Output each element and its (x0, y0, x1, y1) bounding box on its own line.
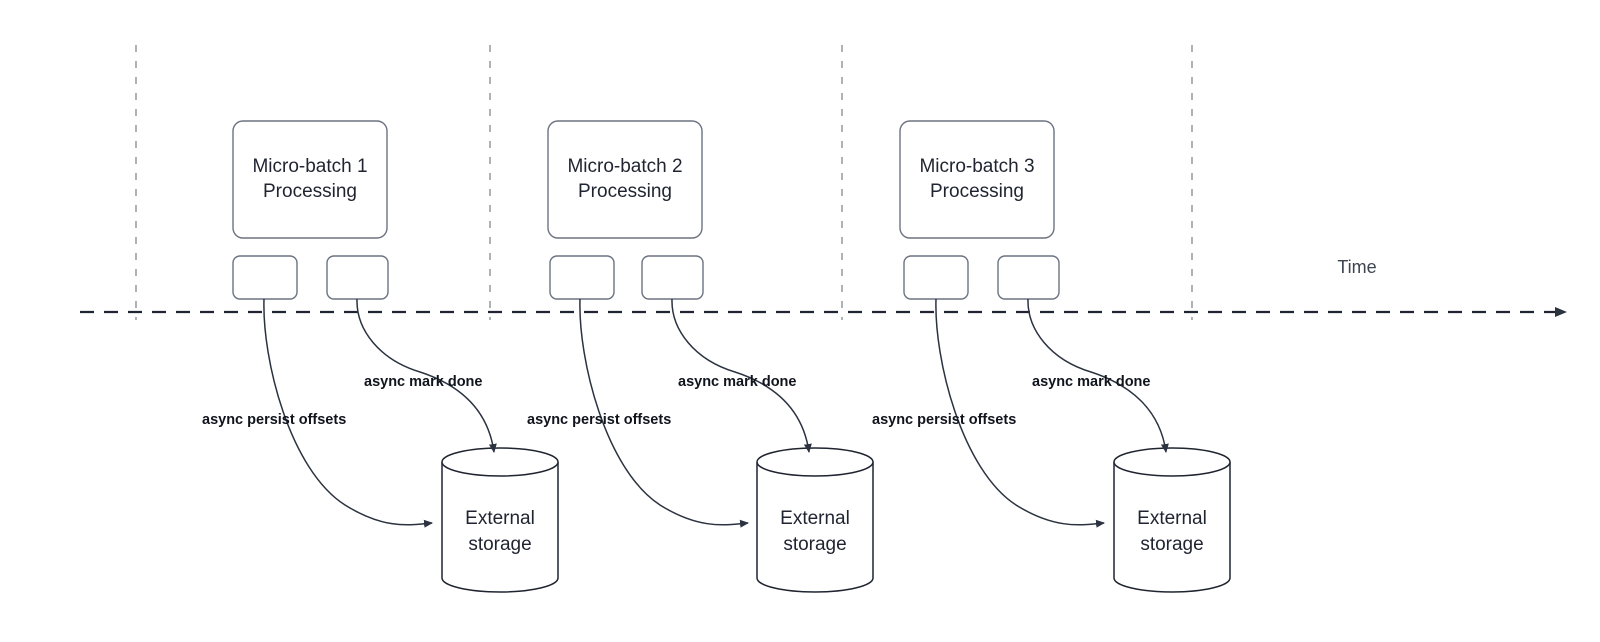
micro-batch-title-line1: Micro-batch 1 (252, 156, 367, 177)
storage-cylinder-top (756, 447, 874, 477)
async-persist-offsets-label: async persist offsets (527, 412, 671, 428)
storage-label-line2: storage (1140, 534, 1203, 555)
storage-cylinder-body[interactable] (441, 462, 559, 593)
storage-label-line2: storage (783, 534, 846, 555)
micro-batch-title-line1: Micro-batch 2 (567, 156, 682, 177)
time-axis-label: Time (1337, 257, 1376, 277)
time-axis-label-group: Time (1337, 257, 1376, 277)
storage-cylinder-top (1113, 447, 1231, 477)
async-persist-offsets-arrow (579, 298, 749, 528)
divider-group (135, 45, 1193, 320)
storage-cylinder-body[interactable] (1113, 462, 1231, 593)
async-persist-offsets-label: async persist offsets (202, 412, 346, 428)
async-persist-offsets-arrow (935, 298, 1105, 528)
async-mark-done-arrow (671, 298, 812, 453)
task-box-right[interactable] (997, 255, 1060, 300)
micro-batch-title-line1: Micro-batch 3 (919, 156, 1034, 177)
micro-batch-box[interactable] (232, 120, 388, 239)
async-persist-offsets-arrow (263, 298, 433, 528)
async-mark-done-label: async mark done (1032, 374, 1150, 390)
async-mark-done-arrow (356, 298, 497, 453)
micro-batch-title-line2: Processing (578, 181, 672, 202)
task-box-left[interactable] (903, 255, 969, 300)
async-mark-done-arrow (1027, 298, 1169, 453)
micro-batch-box[interactable] (547, 120, 703, 239)
micro-batch-title-line2: Processing (930, 181, 1024, 202)
storage-label-line1: External (1137, 508, 1207, 529)
task-box-right[interactable] (326, 255, 389, 300)
async-persist-offsets-label: async persist offsets (872, 412, 1016, 428)
async-mark-done-label: async mark done (678, 374, 796, 390)
task-box-left[interactable] (549, 255, 615, 300)
storage-label-line1: External (465, 508, 535, 529)
async-mark-done-label: async mark done (364, 374, 482, 390)
storage-label-line1: External (780, 508, 850, 529)
storage-label-line2: storage (468, 534, 531, 555)
storage-cylinder-body[interactable] (756, 462, 874, 593)
micro-batch-title-line2: Processing (263, 181, 357, 202)
task-box-right[interactable] (641, 255, 704, 300)
storage-cylinder-top (441, 447, 559, 477)
task-box-left[interactable] (232, 255, 298, 300)
micro-batch-box[interactable] (899, 120, 1055, 239)
